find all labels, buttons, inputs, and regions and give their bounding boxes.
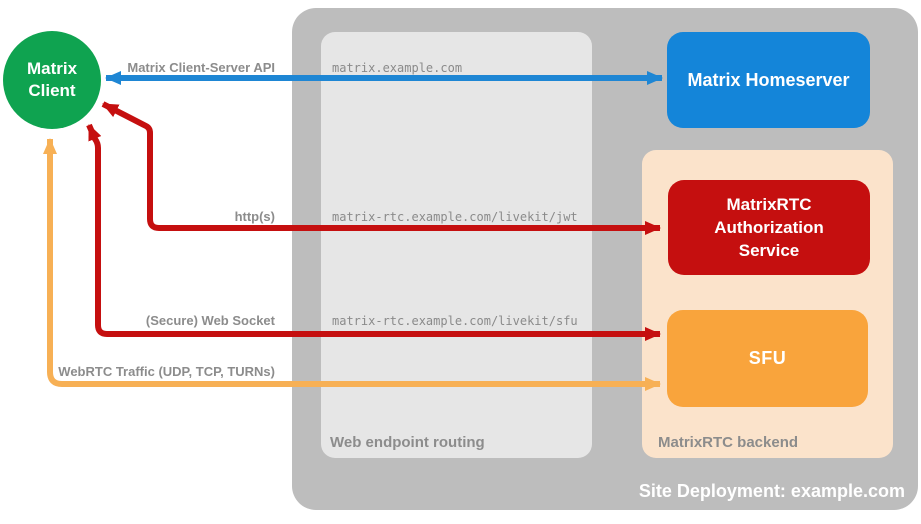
matrix-homeserver-label: Matrix Homeserver <box>687 69 850 90</box>
webrtc-traffic-arrow-label: WebRTC Traffic (UDP, TCP, TURNs) <box>58 364 275 379</box>
web-endpoint-routing-caption: Web endpoint routing <box>330 434 485 451</box>
web-endpoint-routing-box <box>321 32 592 458</box>
client-server-api-arrow-label: Matrix Client-Server API <box>127 60 275 75</box>
endpoint-livekit-sfu: matrix-rtc.example.com/livekit/sfu <box>332 314 578 328</box>
site-deployment-caption: Site Deployment: example.com <box>638 481 905 501</box>
sfu-label: SFU <box>748 348 787 368</box>
https-arrow-label: http(s) <box>234 209 275 224</box>
web-socket-arrow-label: (Secure) Web Socket <box>145 313 275 328</box>
sfu-node: SFU <box>667 310 868 407</box>
matrixrtc-authorization-service-node: MatrixRTC Authorization Service <box>668 180 870 275</box>
endpoint-matrix-example-com: matrix.example.com <box>332 61 463 75</box>
auth-service-label: MatrixRTC Authorization Service <box>714 195 824 260</box>
matrixrtc-backend-caption: MatrixRTC backend <box>658 434 799 451</box>
endpoint-livekit-jwt: matrix-rtc.example.com/livekit/jwt <box>332 210 578 224</box>
matrix-client-label: Matrix Client <box>26 59 78 100</box>
matrix-client-node: Matrix Client <box>3 31 101 129</box>
matrix-homeserver-node: Matrix Homeserver <box>667 32 870 128</box>
